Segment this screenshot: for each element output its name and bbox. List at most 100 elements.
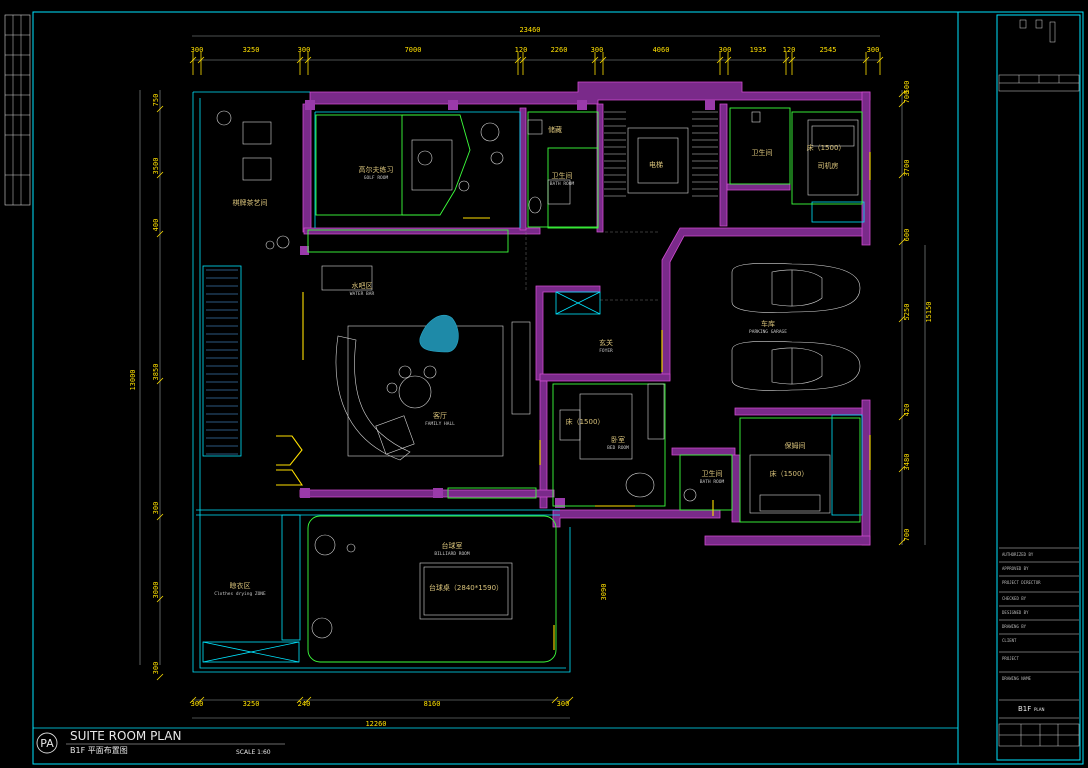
- dimension-lines: [139, 35, 926, 719]
- dim-right-3: 600: [903, 229, 911, 242]
- dim-right-2: 3700: [903, 160, 911, 177]
- doors: [276, 152, 871, 650]
- room-label-garage: 车库: [761, 319, 775, 328]
- dimension-ticks: [156, 52, 906, 704]
- drawing-frame: [32, 11, 1084, 765]
- title-block-rows: AUTHORIZED BY APPROVED BY PROJECT DIRECTOR…: [999, 547, 1079, 719]
- room-label-bedroom1: 司机房: [818, 161, 839, 170]
- room-label-en-garage: PARKING GARAGE: [749, 329, 787, 335]
- titleblock-frame: [996, 14, 1081, 761]
- logo-circle: [36, 732, 58, 754]
- room-label-living: 客厅: [433, 411, 447, 420]
- room-label-en-bar: WATER BAR: [350, 291, 375, 297]
- dim-top-1: 3250: [243, 46, 260, 54]
- room-label-feiyi: 棋牌茶艺间: [233, 198, 268, 207]
- dim-top-10: 120: [783, 46, 796, 54]
- dim-top-9: 1935: [750, 46, 767, 54]
- revision-strip: [4, 14, 31, 206]
- room-label-en-billiard: BILLIARD ROOM: [434, 551, 470, 557]
- dim-left-6: 300: [152, 662, 160, 675]
- dim-right-0: 700: [903, 91, 911, 104]
- dim-bottom-values: 300 3250 240 8160 300: [191, 700, 570, 708]
- walls: [299, 81, 871, 546]
- dim-bottom-2: 240: [298, 700, 311, 708]
- dim-top-8: 300: [719, 46, 732, 54]
- logo-text: PA: [40, 737, 54, 750]
- dim-mid-vertical: 3090: [600, 584, 608, 601]
- furniture: [206, 110, 861, 639]
- room-label-billiard: 台球室: [442, 541, 463, 550]
- room-label-en-drying: Clothes drying ZONE: [214, 591, 266, 597]
- windows: [307, 107, 863, 663]
- plan-title: SUITE ROOM PLAN: [70, 729, 181, 743]
- room-label-bed1: 床（1500）: [807, 143, 846, 152]
- section-lines: [525, 231, 660, 301]
- room-label-en-bathroom1: BATH ROOM: [550, 181, 575, 187]
- dim-left-2: 400: [152, 219, 160, 232]
- titleblock-row-8: DRAWING NAME: [1002, 676, 1031, 681]
- dim-top-4: 120: [515, 46, 528, 54]
- plan-scale: SCALE 1:60: [236, 749, 271, 756]
- room-label-drying: 晾衣区: [230, 581, 251, 590]
- room-label-gaoerfu: 高尔夫练习: [359, 165, 394, 174]
- titleblock-row-5: DRAWING BY: [1002, 624, 1027, 629]
- room-label-bed3: 床（1500）: [770, 469, 809, 478]
- dim-left-0: 750: [152, 94, 160, 107]
- dim-left-3: 3850: [152, 364, 160, 381]
- dim-left-values: 750 3500 400 3850 300 3000 300: [152, 94, 160, 675]
- room-label-en-foyer: FOYER: [599, 348, 613, 354]
- dim-left-5: 3000: [152, 582, 160, 599]
- dim-bottom-total: 12260: [365, 720, 386, 728]
- plan-subtitle: B1F 平面布置图: [70, 745, 128, 755]
- titleblock-row-1: APPROVED BY: [1002, 566, 1029, 571]
- dim-top-2: 300: [298, 46, 311, 54]
- room-label-bathroom3: 卫生间: [702, 469, 723, 478]
- room-label-bar: 水吧区: [352, 281, 373, 290]
- dim-bottom-3: 8160: [424, 700, 441, 708]
- dim-bottom-0: 300: [191, 700, 204, 708]
- dim-right-total: 15150: [925, 301, 933, 322]
- room-label-en-bedroom2: BED ROOM: [607, 445, 629, 451]
- room-label-table: 台球桌（2840*1590）: [429, 583, 503, 592]
- dim-right-1: 500: [903, 81, 911, 94]
- drawing-name-en: PLAN: [1034, 707, 1044, 712]
- room-label-bathroom2: 卫生间: [752, 148, 773, 157]
- room-label-bedroom2: 卧室: [611, 435, 625, 444]
- titleblock-row-3: CHECKED BY: [1002, 596, 1027, 601]
- dim-right-4: 5250: [903, 304, 911, 321]
- dim-bottom-1: 3250: [243, 700, 260, 708]
- dim-left-4: 300: [152, 502, 160, 515]
- dim-top-0: 300: [191, 46, 204, 54]
- dim-top-3: 7000: [405, 46, 422, 54]
- dim-top-total: 23460: [519, 26, 540, 34]
- title-block-top: [998, 19, 1080, 92]
- car-1: [731, 262, 861, 313]
- titleblock-row-4: DESIGNED BY: [1002, 610, 1029, 615]
- room-label-en-living: FAMILY HALL: [425, 421, 455, 427]
- room-label-en-bathroom3: BATH ROOM: [700, 479, 725, 485]
- dim-right-6: 3480: [903, 454, 911, 471]
- room-label-nanny: 保姆间: [785, 441, 806, 450]
- dim-right-5: 420: [903, 404, 911, 417]
- room-label-foyer: 玄关: [599, 338, 613, 347]
- dim-left-total: 13000: [129, 369, 137, 390]
- room-label-bathroom1: 卫生间: [552, 171, 573, 180]
- drawing-name: B1F: [1018, 705, 1031, 713]
- dim-bottom-4: 300: [557, 700, 570, 708]
- car-2: [731, 340, 861, 391]
- dim-right-7: 700: [903, 529, 911, 542]
- titleblock-row-7: PROJECT: [1002, 656, 1019, 661]
- title-block-bottom: [998, 723, 1080, 747]
- dim-left-1: 3500: [152, 158, 160, 175]
- dim-top-11: 2545: [820, 46, 837, 54]
- titleblock-row-2: PROJECT DIRECTOR: [1002, 580, 1041, 585]
- room-label-bed2: 床（1500）: [566, 417, 605, 426]
- dim-top-12: 300: [867, 46, 880, 54]
- titleblock-row-0: AUTHORIZED BY: [1002, 552, 1034, 557]
- building-outline: [192, 91, 865, 673]
- dim-top-6: 300: [591, 46, 604, 54]
- dim-top-7: 4060: [653, 46, 670, 54]
